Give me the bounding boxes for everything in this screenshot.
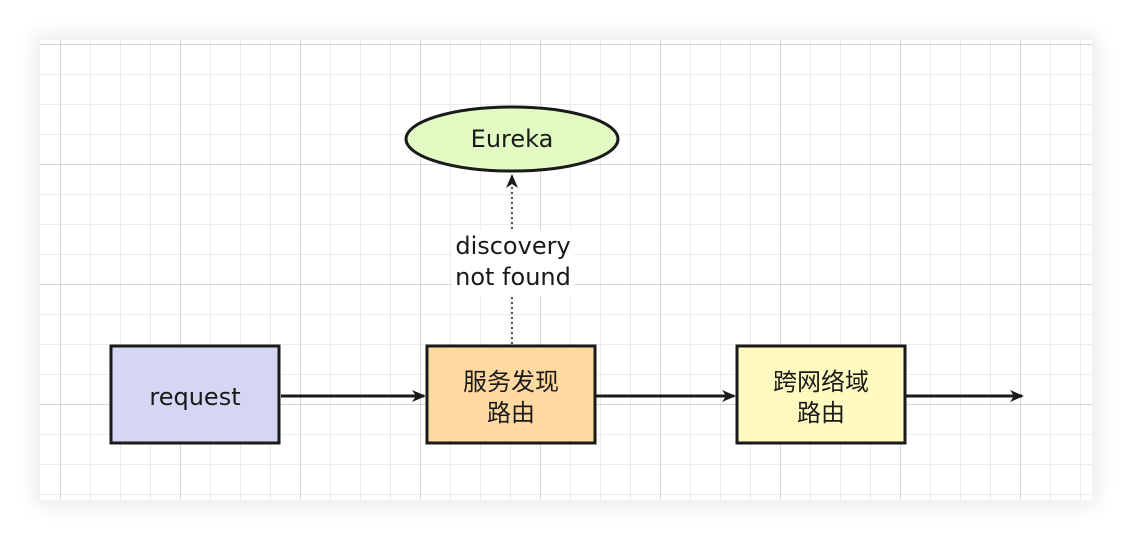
- edge-label-background: [452, 230, 574, 296]
- node-cross-network-label-line1: 跨网络域: [773, 368, 869, 396]
- node-service-discovery-label-line2: 路由: [487, 399, 535, 427]
- node-eureka: [404, 105, 620, 173]
- node-request: [109, 344, 281, 445]
- node-cross-network-label-line2: 路由: [797, 399, 845, 427]
- node-service-discovery: [425, 344, 597, 445]
- edge-label-discovery: discovery: [455, 232, 570, 260]
- node-eureka-label: Eureka: [471, 125, 554, 153]
- edge-label-not-found: not found: [455, 263, 571, 291]
- node-cross-network: [735, 344, 907, 445]
- node-request-label: request: [149, 383, 240, 411]
- node-service-discovery-label-line1: 服务发现: [463, 368, 559, 396]
